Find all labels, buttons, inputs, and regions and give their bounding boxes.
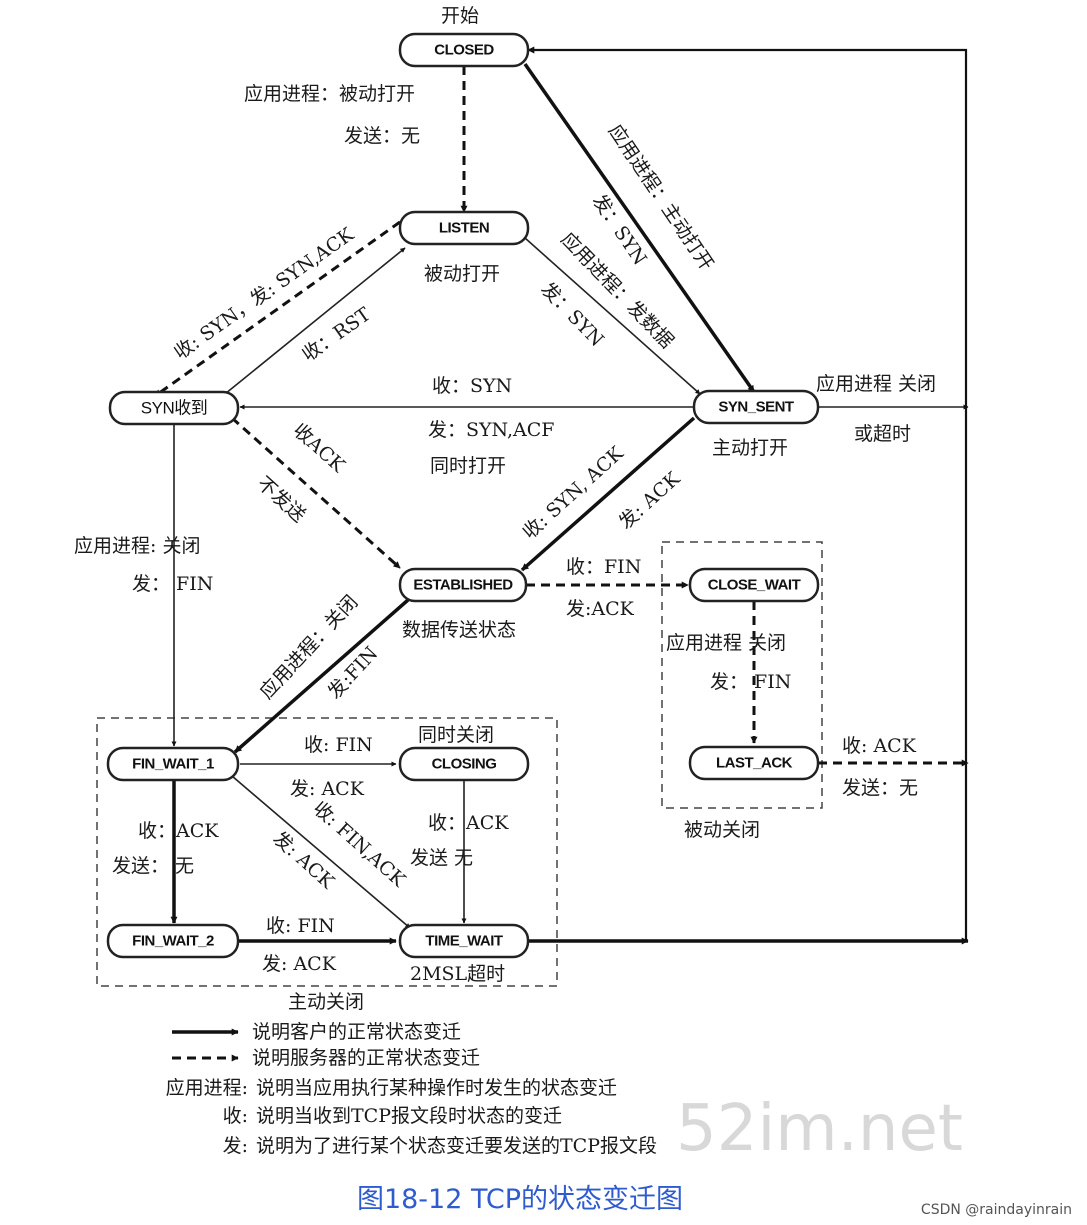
label-syn-sent-caption: 主动打开	[712, 437, 788, 459]
legend-recv-desc: 说明当收到TCP报文段时状态的变迁	[256, 1105, 562, 1127]
label-est-send-ack: 发:ACK	[566, 598, 635, 620]
label-syn-sent-close-app: 应用进程 关闭	[816, 373, 936, 395]
state-established: ESTABLISHED	[398, 567, 528, 603]
svg-text:TIME_WAIT: TIME_WAIT	[425, 933, 503, 950]
svg-text:SYN_SENT: SYN_SENT	[718, 399, 794, 416]
svg-text:LAST_ACK: LAST_ACK	[716, 755, 793, 772]
state-close-wait: CLOSE_WAIT	[688, 567, 820, 603]
label-recv-ack: 收ACK	[289, 419, 350, 477]
label-fw1-recv-fin: 收: FIN	[304, 734, 373, 756]
state-closed: CLOSED	[398, 32, 530, 68]
state-time-wait: TIME_WAIT	[398, 923, 530, 959]
figure-caption: 图18-12 TCP的状态变迁图	[357, 1184, 683, 1215]
label-synrcvd-send-fin: 发： FIN	[132, 573, 213, 595]
edge-established-finwait1	[233, 598, 410, 754]
svg-text:CLOSE_WAIT: CLOSE_WAIT	[708, 577, 801, 594]
edge-synrcvd-established	[231, 416, 401, 570]
label-passive-open-app: 应用进程：被动打开	[244, 83, 415, 105]
svg-text:SYN收到: SYN收到	[141, 399, 207, 418]
svg-text:CLOSING: CLOSING	[432, 756, 497, 773]
state-closing: CLOSING	[398, 746, 530, 782]
svg-text:FIN_WAIT_2: FIN_WAIT_2	[132, 933, 214, 950]
legend-app-key: 应用进程:	[166, 1077, 248, 1099]
legend-dashed-text: 说明服务器的正常状态变迁	[252, 1047, 480, 1069]
legend-send-desc: 说明为了进行某个状态变迁要发送的TCP报文段	[256, 1135, 657, 1157]
legend-recv-key: 收:	[223, 1105, 248, 1127]
label-fw2-send-ack: 发: ACK	[262, 953, 337, 975]
legend-solid-text: 说明客户的正常状态变迁	[252, 1021, 461, 1043]
state-listen: LISTEN	[398, 210, 530, 246]
edge-closed-synsent	[523, 62, 756, 394]
label-closing-recv-ack: 收：ACK	[428, 812, 509, 834]
credit: CSDN @raindayinrain	[921, 1202, 1072, 1218]
label-cw-close-app: 应用进程 关闭	[666, 632, 786, 654]
label-simul-close: 同时关闭	[418, 724, 494, 746]
label-fw2-recv-fin: 收: FIN	[266, 915, 335, 937]
active-close-group	[96, 717, 558, 987]
state-last-ack: LAST_ACK	[688, 745, 820, 781]
label-recv-rst: 收：RST	[298, 303, 375, 366]
svg-text:CLOSED: CLOSED	[434, 42, 494, 59]
state-syn-sent: SYN_SENT	[692, 389, 820, 425]
label-est-send-fin: 发:FIN	[324, 643, 383, 704]
label-simul-send: 发：SYN,ACF	[428, 419, 554, 441]
label-syn-sent-timeout: 或超时	[854, 423, 911, 445]
edge-synsent-established	[520, 416, 696, 572]
label-listen-send-data-send: 发：SYN	[536, 278, 608, 351]
label-simul-open: 同时打开	[430, 455, 506, 477]
svg-text:FIN_WAIT_1: FIN_WAIT_1	[132, 756, 214, 773]
label-listen-send-data-app: 应用进程：发数据	[556, 228, 677, 353]
legend-app-desc: 说明当应用执行某种操作时发生的状态变迁	[256, 1077, 617, 1099]
passive-close-group	[661, 541, 823, 809]
edge-listen-synrcvd	[154, 220, 401, 398]
label-est-recv-fin: 收：FIN	[566, 556, 641, 578]
legend-send-key: 发:	[223, 1135, 248, 1157]
svg-text:LISTEN: LISTEN	[439, 220, 489, 237]
label-la-send-none: 发送：无	[842, 777, 918, 799]
edge-synrcvd-listen	[219, 247, 406, 399]
edge-listen-synsent	[524, 237, 701, 395]
label-listen-caption: 被动打开	[424, 263, 500, 285]
label-passive-close: 被动关闭	[684, 819, 760, 841]
label-fw1-recv-ack: 收：ACK	[138, 820, 219, 842]
edge-rail-closed	[527, 46, 968, 941]
state-fin-wait-1: FIN_WAIT_1	[106, 746, 240, 782]
legend: 说明客户的正常状态变迁 说明服务器的正常状态变迁 应用进程: 说明当应用执行某种…	[166, 1021, 657, 1157]
state-syn-rcvd: SYN收到	[108, 390, 240, 426]
label-la-recv-ack: 收: ACK	[842, 735, 917, 757]
start-label: 开始	[441, 5, 479, 27]
label-cw-send-fin: 发： FIN	[710, 671, 791, 693]
label-passive-open-send: 发送：无	[344, 125, 420, 147]
label-active-close: 主动关闭	[288, 991, 364, 1013]
edge-finwait1-timewait	[231, 775, 411, 929]
label-fw1-send-none: 发送： 无	[112, 855, 194, 877]
watermark: 52im.net	[676, 1092, 963, 1166]
state-fin-wait-2: FIN_WAIT_2	[106, 923, 240, 959]
label-time-wait-caption: 2MSL超时	[410, 963, 505, 985]
label-est-caption: 数据传送状态	[402, 619, 516, 641]
svg-text:ESTABLISHED: ESTABLISHED	[413, 577, 513, 594]
label-synrcvd-close-app: 应用进程: 关闭	[74, 535, 200, 557]
label-fw1-send-ack: 发: ACK	[290, 778, 365, 800]
label-simul-recv-syn: 收：SYN	[432, 375, 512, 397]
label-closing-send-none: 发送 无	[410, 847, 473, 869]
